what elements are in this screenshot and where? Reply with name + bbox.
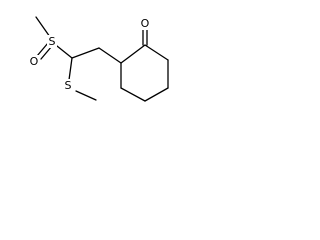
bond-methyl-to-sulfoxide-s [35,16,51,38]
chemical-structure-diagram: S O S O [29,16,169,102]
atom-labels: S O S O [29,17,150,92]
bond-thioether-s-to-methyl [75,90,97,101]
ring-bond-5 [120,87,146,102]
bond-sulfoxide-s-o-a [36,42,49,57]
bond-sulfoxide-s-o-b [40,45,53,60]
bond-sulfoxide-s-to-ch [56,45,73,59]
ring-bond-4 [144,87,169,102]
bonds [35,16,169,102]
thioether-sulfur-label: S [65,79,72,92]
ketone-oxygen-label: O [141,17,150,30]
sulfoxide-oxygen-label: O [30,55,39,68]
bond-ch2-to-ring [98,47,122,64]
sulfoxide-sulfur-label: S [49,35,56,48]
ring-bond-1 [120,44,146,64]
bond-ch-to-ch2 [71,47,100,59]
bond-ch-to-thioether-s [68,57,73,81]
ring-bond-2 [144,44,169,61]
